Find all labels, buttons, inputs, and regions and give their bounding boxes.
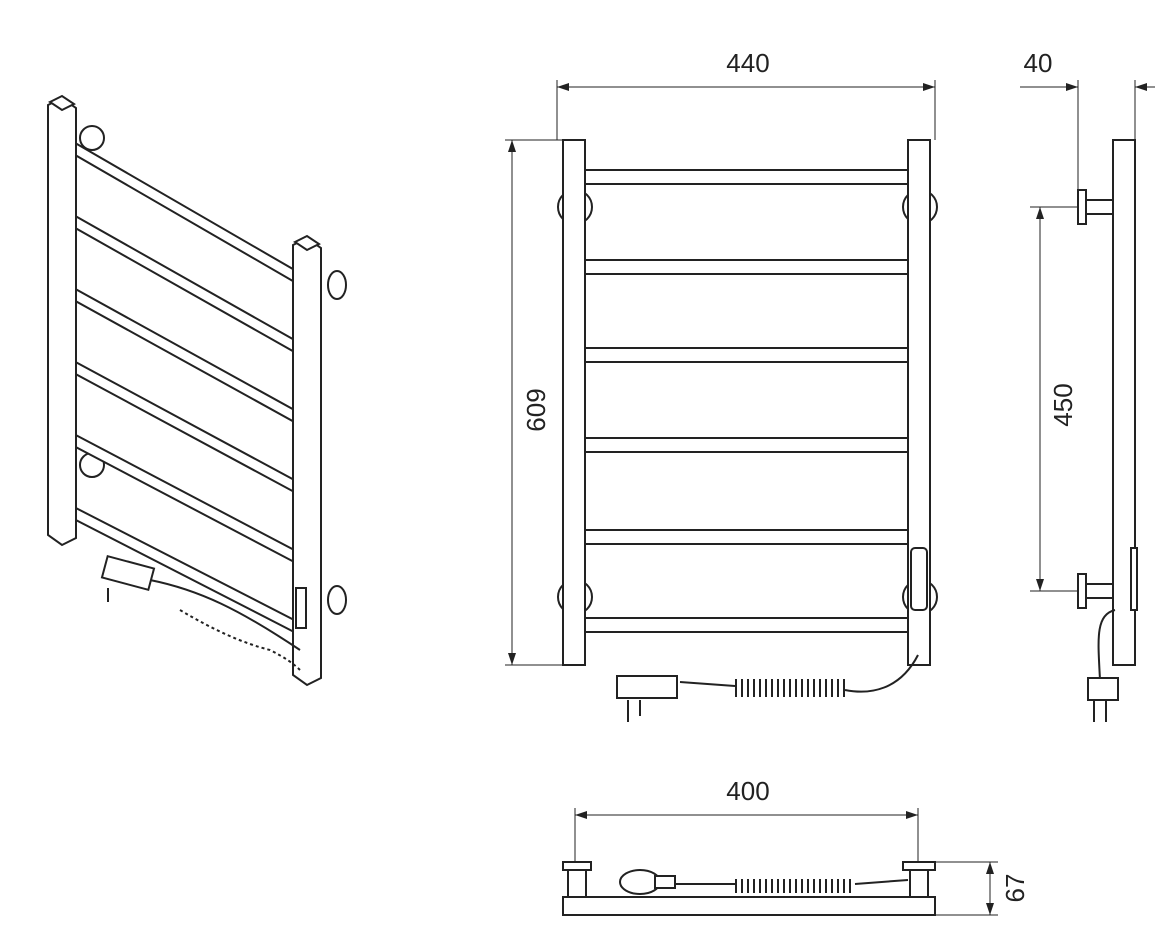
front-view: 440 609 bbox=[505, 48, 938, 722]
rung bbox=[584, 617, 909, 633]
dimension-total-depth-label: 67 bbox=[1000, 874, 1030, 903]
rung bbox=[584, 169, 909, 185]
right-post bbox=[907, 139, 931, 666]
plug bbox=[616, 675, 678, 699]
wall-mount-bracket bbox=[1084, 199, 1114, 215]
rung bbox=[69, 357, 299, 496]
plug bbox=[100, 554, 156, 592]
rung bbox=[584, 529, 909, 545]
heater-element bbox=[910, 547, 928, 611]
dimension-height-label: 609 bbox=[521, 388, 551, 431]
wall-mount-bracket bbox=[567, 869, 587, 898]
dimension-depth-label: 40 bbox=[1024, 48, 1053, 78]
rung bbox=[69, 138, 299, 286]
post bbox=[1112, 139, 1136, 666]
rung bbox=[584, 259, 909, 275]
rung bbox=[69, 284, 299, 426]
power-cable bbox=[149, 579, 301, 651]
wall-mount bbox=[327, 270, 347, 300]
rung bbox=[69, 430, 299, 566]
plug-body bbox=[654, 875, 676, 889]
dimension-mount-spacing-label: 450 bbox=[1048, 383, 1078, 426]
wall-mount-flange bbox=[562, 861, 592, 871]
isometric-view bbox=[47, 94, 347, 687]
rung bbox=[69, 211, 299, 356]
wall-mount bbox=[79, 125, 105, 151]
wall-mount-bracket bbox=[1084, 583, 1114, 599]
wall-mount-bracket bbox=[909, 869, 929, 898]
bottom-view: 400 67 bbox=[562, 776, 1030, 916]
coiled-cord bbox=[179, 609, 301, 671]
wall-mount-flange bbox=[1077, 573, 1087, 609]
plug bbox=[1087, 677, 1119, 701]
dimension-mount-spacing-horizontal-label: 400 bbox=[726, 776, 769, 806]
post-cap bbox=[48, 94, 76, 112]
dimension-width-label: 440 bbox=[726, 48, 769, 78]
wall-mount-flange bbox=[902, 861, 936, 871]
rung bbox=[584, 347, 909, 363]
power-cable bbox=[679, 681, 736, 687]
rungs bbox=[584, 169, 909, 633]
left-post bbox=[562, 139, 586, 666]
power-cable bbox=[844, 654, 919, 693]
rail bbox=[562, 896, 936, 916]
wall-mount-flange bbox=[1077, 189, 1087, 225]
power-cable bbox=[1097, 609, 1116, 681]
wall-mount bbox=[327, 585, 347, 615]
heater-element bbox=[295, 587, 307, 629]
heater-element bbox=[1130, 547, 1138, 611]
rungs bbox=[64, 138, 299, 636]
rung bbox=[584, 437, 909, 453]
post-cap bbox=[293, 234, 321, 252]
side-view: 40 450 bbox=[1020, 48, 1155, 722]
power-cable bbox=[670, 879, 909, 885]
left-post bbox=[47, 96, 77, 547]
